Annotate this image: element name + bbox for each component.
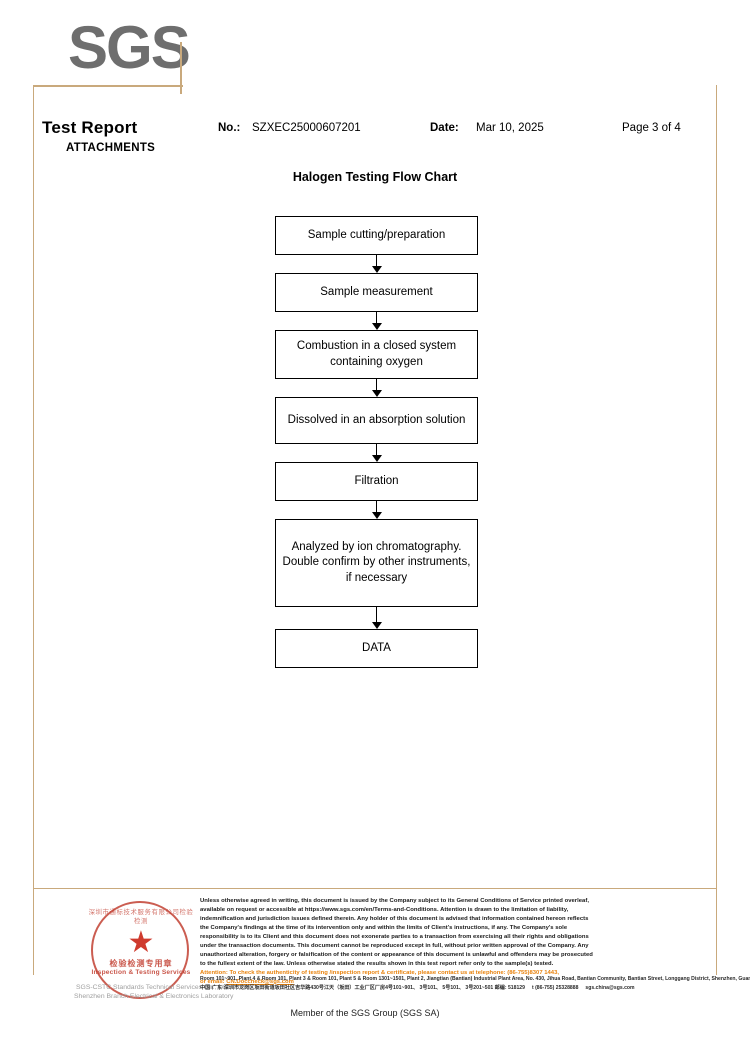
flow-node-label: Dissolved in an absorption solution xyxy=(287,413,466,426)
arrow-head-icon xyxy=(371,323,382,330)
doccheck-email-link[interactable]: CN.Doccheck@sgs.com xyxy=(226,978,294,985)
sgs-logo-vertical-bar xyxy=(180,42,182,94)
inspection-seal-stamp: 深圳市通标技术服务有限公司检验检测 ★ 检验检测专用章 Inspection &… xyxy=(74,898,233,1004)
seal-company-line-2: Shenzhen Branch Electrical & Electronics… xyxy=(74,993,234,1000)
attention-notice-line-1: Attention: To check the authenticity of … xyxy=(200,969,559,976)
flow-node-label: Analyzed by ion chromatography. Double c… xyxy=(282,541,471,584)
report-date-label: Date: xyxy=(430,122,459,134)
attention-notice-line-2: or email: CN.Doccheck@sgs.com xyxy=(200,978,712,987)
address-cn-text: 中国·广东·深圳市龙岗区坂田街道坂田社区吉华路430号江天（坂田）工业厂区厂房4… xyxy=(200,984,525,991)
legal-terms-block: Unless otherwise agreed in writing, this… xyxy=(200,897,712,987)
seal-ring xyxy=(91,901,189,999)
flow-node-label: Sample cutting/preparation xyxy=(307,228,446,241)
footer-divider xyxy=(33,888,716,889)
legal-line: unauthorized alteration, forgery or fals… xyxy=(200,951,593,958)
flow-node-label: Sample measurement xyxy=(320,285,433,298)
flow-arrow-6 xyxy=(275,607,478,629)
seal-company-line-1: SGS-CSTC Standards Technical Services Co… xyxy=(76,984,230,991)
report-number-label: No.: xyxy=(218,122,241,134)
company-email[interactable]: sgs.china@sgs.com xyxy=(585,984,635,991)
sgs-logo: SGS xyxy=(33,18,283,94)
address-line-en: Room 101~901, Plant 4 & Room 101, Plant … xyxy=(200,975,750,984)
address-line-cn: 中国·广东·深圳市龙岗区坂田街道坂田社区吉华路430号江天（坂田）工业厂区厂房4… xyxy=(200,984,715,993)
report-date-value: Mar 10, 2025 xyxy=(476,122,544,134)
flow-node-dissolved: Dissolved in an absorption solution xyxy=(275,397,478,444)
address-en-text: Room 101~901, Plant 4 & Room 101, Plant … xyxy=(200,976,750,982)
arrow-shaft xyxy=(376,379,378,392)
flow-node-label: Filtration xyxy=(354,474,399,487)
arrow-shaft xyxy=(376,607,378,624)
company-address-block: Room 101~901, Plant 4 & Room 101, Plant … xyxy=(200,975,750,993)
flow-node-combustion: Combustion in a closed system containing… xyxy=(275,330,478,379)
flow-arrow-5 xyxy=(275,501,478,519)
flow-node-ion-chromatography: Analyzed by ion chromatography. Double c… xyxy=(275,519,478,607)
legal-line: the Company's findings at the time of it… xyxy=(200,924,568,931)
legal-line: Unless otherwise agreed in writing, this… xyxy=(200,898,589,904)
seal-english-text: Inspection & Testing Services xyxy=(91,969,191,976)
flow-chart-title: Halogen Testing Flow Chart xyxy=(292,170,458,184)
arrow-head-icon xyxy=(371,390,382,397)
attachments-subtitle: ATTACHMENTS xyxy=(66,142,156,154)
sgs-logo-underline xyxy=(33,85,183,87)
legal-line: to the fullest extent of the law. Unless… xyxy=(200,960,554,967)
sgs-logo-text: SGS xyxy=(68,14,191,81)
page-number: Page 3 of 4 xyxy=(622,122,681,134)
flow-arrow-1 xyxy=(275,255,478,273)
legal-line: responsibility is to its Client and this… xyxy=(200,933,589,940)
legal-line: indemnification and jurisdiction issues … xyxy=(200,915,589,922)
arrow-head-icon xyxy=(371,455,382,462)
arrow-head-icon xyxy=(371,622,382,629)
company-phone: t (86-755) 25328888 xyxy=(531,984,579,991)
attention-email-prefix: or email: xyxy=(200,978,227,985)
flow-arrow-4 xyxy=(275,444,478,462)
seal-arc-text: 深圳市通标技术服务有限公司检验检测 xyxy=(88,909,194,925)
flow-node-data: DATA xyxy=(275,629,478,668)
sgs-group-member-note: Member of the SGS Group (SGS SA) xyxy=(290,1008,440,1018)
flow-arrow-2 xyxy=(275,312,478,330)
page-footer xyxy=(0,888,750,1008)
flow-node-sample-measurement: Sample measurement xyxy=(275,273,478,312)
halogen-testing-flow-chart: Sample cutting/preparation Sample measur… xyxy=(275,216,480,668)
seal-chinese-text: 检验检测专用章 xyxy=(109,959,173,968)
page-right-rule xyxy=(716,85,717,975)
flow-node-label: DATA xyxy=(362,641,391,654)
arrow-shaft xyxy=(376,501,378,514)
flow-node-label: Combustion in a closed system containing… xyxy=(296,340,457,368)
flow-node-sample-cutting: Sample cutting/preparation xyxy=(275,216,478,255)
flow-arrow-3 xyxy=(275,379,478,397)
arrow-shaft xyxy=(376,312,378,325)
page-title: Test Report xyxy=(42,118,138,137)
legal-line: under the transaction documents. This do… xyxy=(200,942,589,949)
arrow-shaft xyxy=(376,444,378,457)
report-number-value: SZXEC25000607201 xyxy=(252,122,361,134)
report-header: Test Report No.: SZXEC25000607201 Date: … xyxy=(0,118,750,140)
page-left-rule xyxy=(33,85,34,975)
arrow-head-icon xyxy=(371,512,382,519)
arrow-shaft xyxy=(376,255,378,268)
arrow-head-icon xyxy=(371,266,382,273)
flow-node-filtration: Filtration xyxy=(275,462,478,501)
legal-line: available on request or accessible at ht… xyxy=(200,906,569,913)
star-icon: ★ xyxy=(127,926,155,959)
